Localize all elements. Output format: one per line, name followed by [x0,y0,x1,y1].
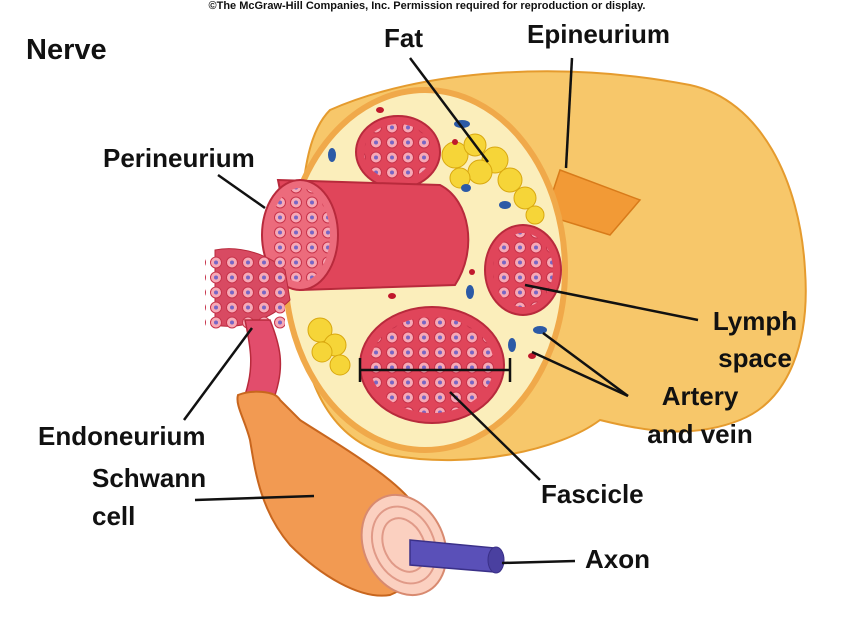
leader-schwann [194,494,315,502]
label-schwann-line1: Schwann [92,463,207,493]
leader-fascicle [449,391,541,481]
fascicle [355,115,562,424]
label-lymph-line2: space [718,343,792,373]
label-fascicle: Fascicle [541,479,644,509]
diagram-title: Nerve [26,34,107,66]
leader-artery-1 [531,350,629,398]
label-artery-line1: Artery [661,381,739,411]
leader-perineurium [217,173,266,210]
leader-artery-2 [542,331,629,398]
axon [409,539,505,574]
leader-lymph [524,283,699,322]
leader-endoneurium [182,327,254,421]
label-axon: Axon [585,544,650,574]
leader-epineurium [564,57,574,169]
label-endoneurium: Endoneurium [38,421,206,451]
copyright-notice: ©The McGraw-Hill Companies, Inc. Permiss… [208,0,646,12]
perineurium-fascicle [205,178,470,330]
leader-axon [501,559,576,565]
fat-cluster [307,133,545,376]
leader-fat [409,57,489,163]
fascicle-width-bar [358,358,512,382]
label-schwann-line2: cell [92,501,136,531]
schwann-cell [236,390,448,597]
label-epineurium: Epineurium [527,19,671,49]
label-artery-line2: and vein [647,419,753,449]
label-fat: Fat [384,23,423,53]
artery-and-vein [376,107,536,359]
label-lymph-line1: Lymph [712,306,798,336]
label-perineurium: Perineurium [103,143,255,173]
leader-lines [182,57,699,565]
